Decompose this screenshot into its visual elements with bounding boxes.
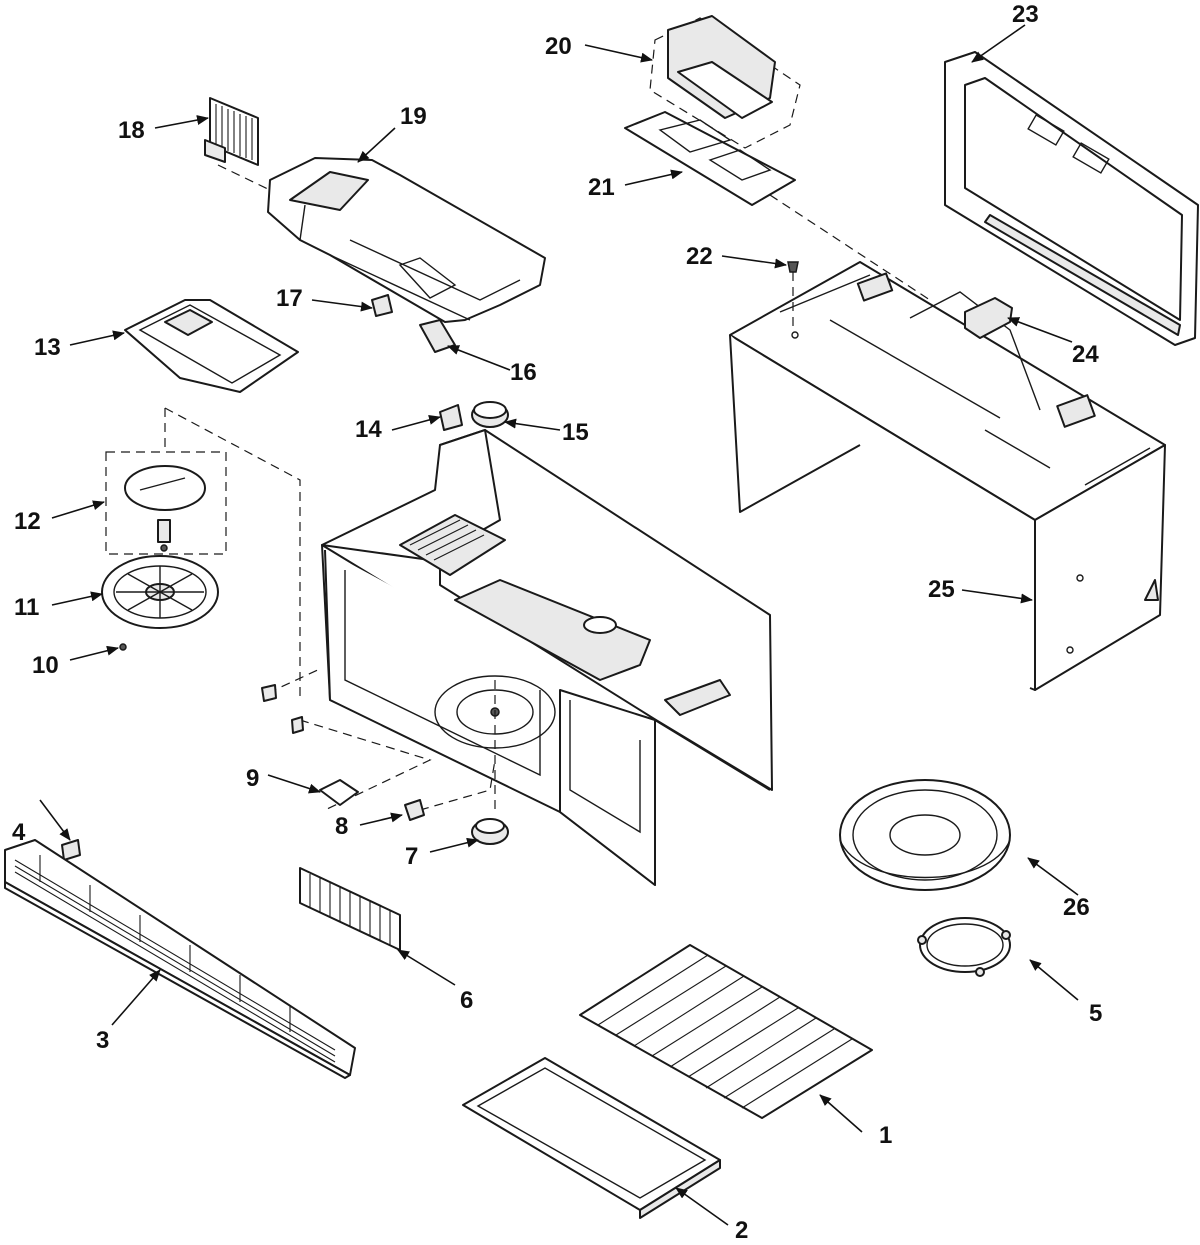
callout-labels: 1 2 3 4 5 6 7 8 9 10 11 12 13 14 15 16 1… <box>12 1 1102 1244</box>
vent-grille-part <box>4 839 356 1079</box>
fuse-holder-part <box>371 294 393 317</box>
callout-24: 24 <box>1072 341 1099 368</box>
callout-8: 8 <box>335 813 348 840</box>
roller-ring-part <box>917 917 1011 977</box>
thermal-fuse-part <box>419 319 456 353</box>
roller-coupler-part <box>319 779 359 806</box>
callout-12: 12 <box>14 508 41 535</box>
callout-10: 10 <box>32 652 59 679</box>
callout-26: 26 <box>1063 894 1090 921</box>
stirrer-assembly-part <box>105 407 301 700</box>
stirrer-fan-part <box>101 555 219 629</box>
callout-19: 19 <box>400 103 427 130</box>
latch-clip-part <box>261 684 304 734</box>
small-grille-part <box>299 867 401 951</box>
splatter-tray-part <box>462 1057 721 1219</box>
switch-part <box>439 404 463 431</box>
vent-damper-part <box>649 15 801 149</box>
callout-13: 13 <box>34 334 61 361</box>
callout-14: 14 <box>355 416 382 443</box>
callout-15: 15 <box>562 419 589 446</box>
callout-11: 11 <box>14 594 39 621</box>
callout-9: 9 <box>246 765 259 792</box>
callout-6: 6 <box>460 987 473 1014</box>
glass-tray-part <box>839 779 1011 891</box>
small-bracket-part <box>964 297 1013 339</box>
callout-25: 25 <box>928 576 955 603</box>
screw-part <box>787 261 799 330</box>
outer-cabinet-part <box>729 261 1166 691</box>
callout-1: 1 <box>879 1122 892 1149</box>
motor-part <box>471 401 509 428</box>
callout-22: 22 <box>686 243 713 270</box>
leader-arrows <box>39 24 1079 1226</box>
wire-rack-part <box>579 944 873 1119</box>
callout-23: 23 <box>1012 1 1039 28</box>
waveguide-cover-part <box>124 299 299 393</box>
turntable-motor-part <box>471 818 509 845</box>
vent-plate-part <box>624 111 931 301</box>
door-switch-part <box>404 799 425 821</box>
filter-grille-part <box>204 97 259 166</box>
callout-18: 18 <box>118 117 145 144</box>
oven-cavity-part <box>267 429 773 886</box>
callout-3: 3 <box>96 1027 109 1054</box>
stirrer-screw-part <box>119 643 127 651</box>
callout-5: 5 <box>1089 1000 1102 1027</box>
callout-4: 4 <box>12 819 26 846</box>
callout-21: 21 <box>588 174 615 201</box>
callout-16: 16 <box>510 359 537 386</box>
callout-17: 17 <box>276 285 303 312</box>
grille-bracket-part <box>61 839 81 861</box>
front-frame-part <box>944 51 1199 346</box>
callout-2: 2 <box>735 1217 748 1244</box>
callout-7: 7 <box>405 843 418 870</box>
blower-housing-part <box>217 157 546 323</box>
callout-20: 20 <box>545 33 572 60</box>
